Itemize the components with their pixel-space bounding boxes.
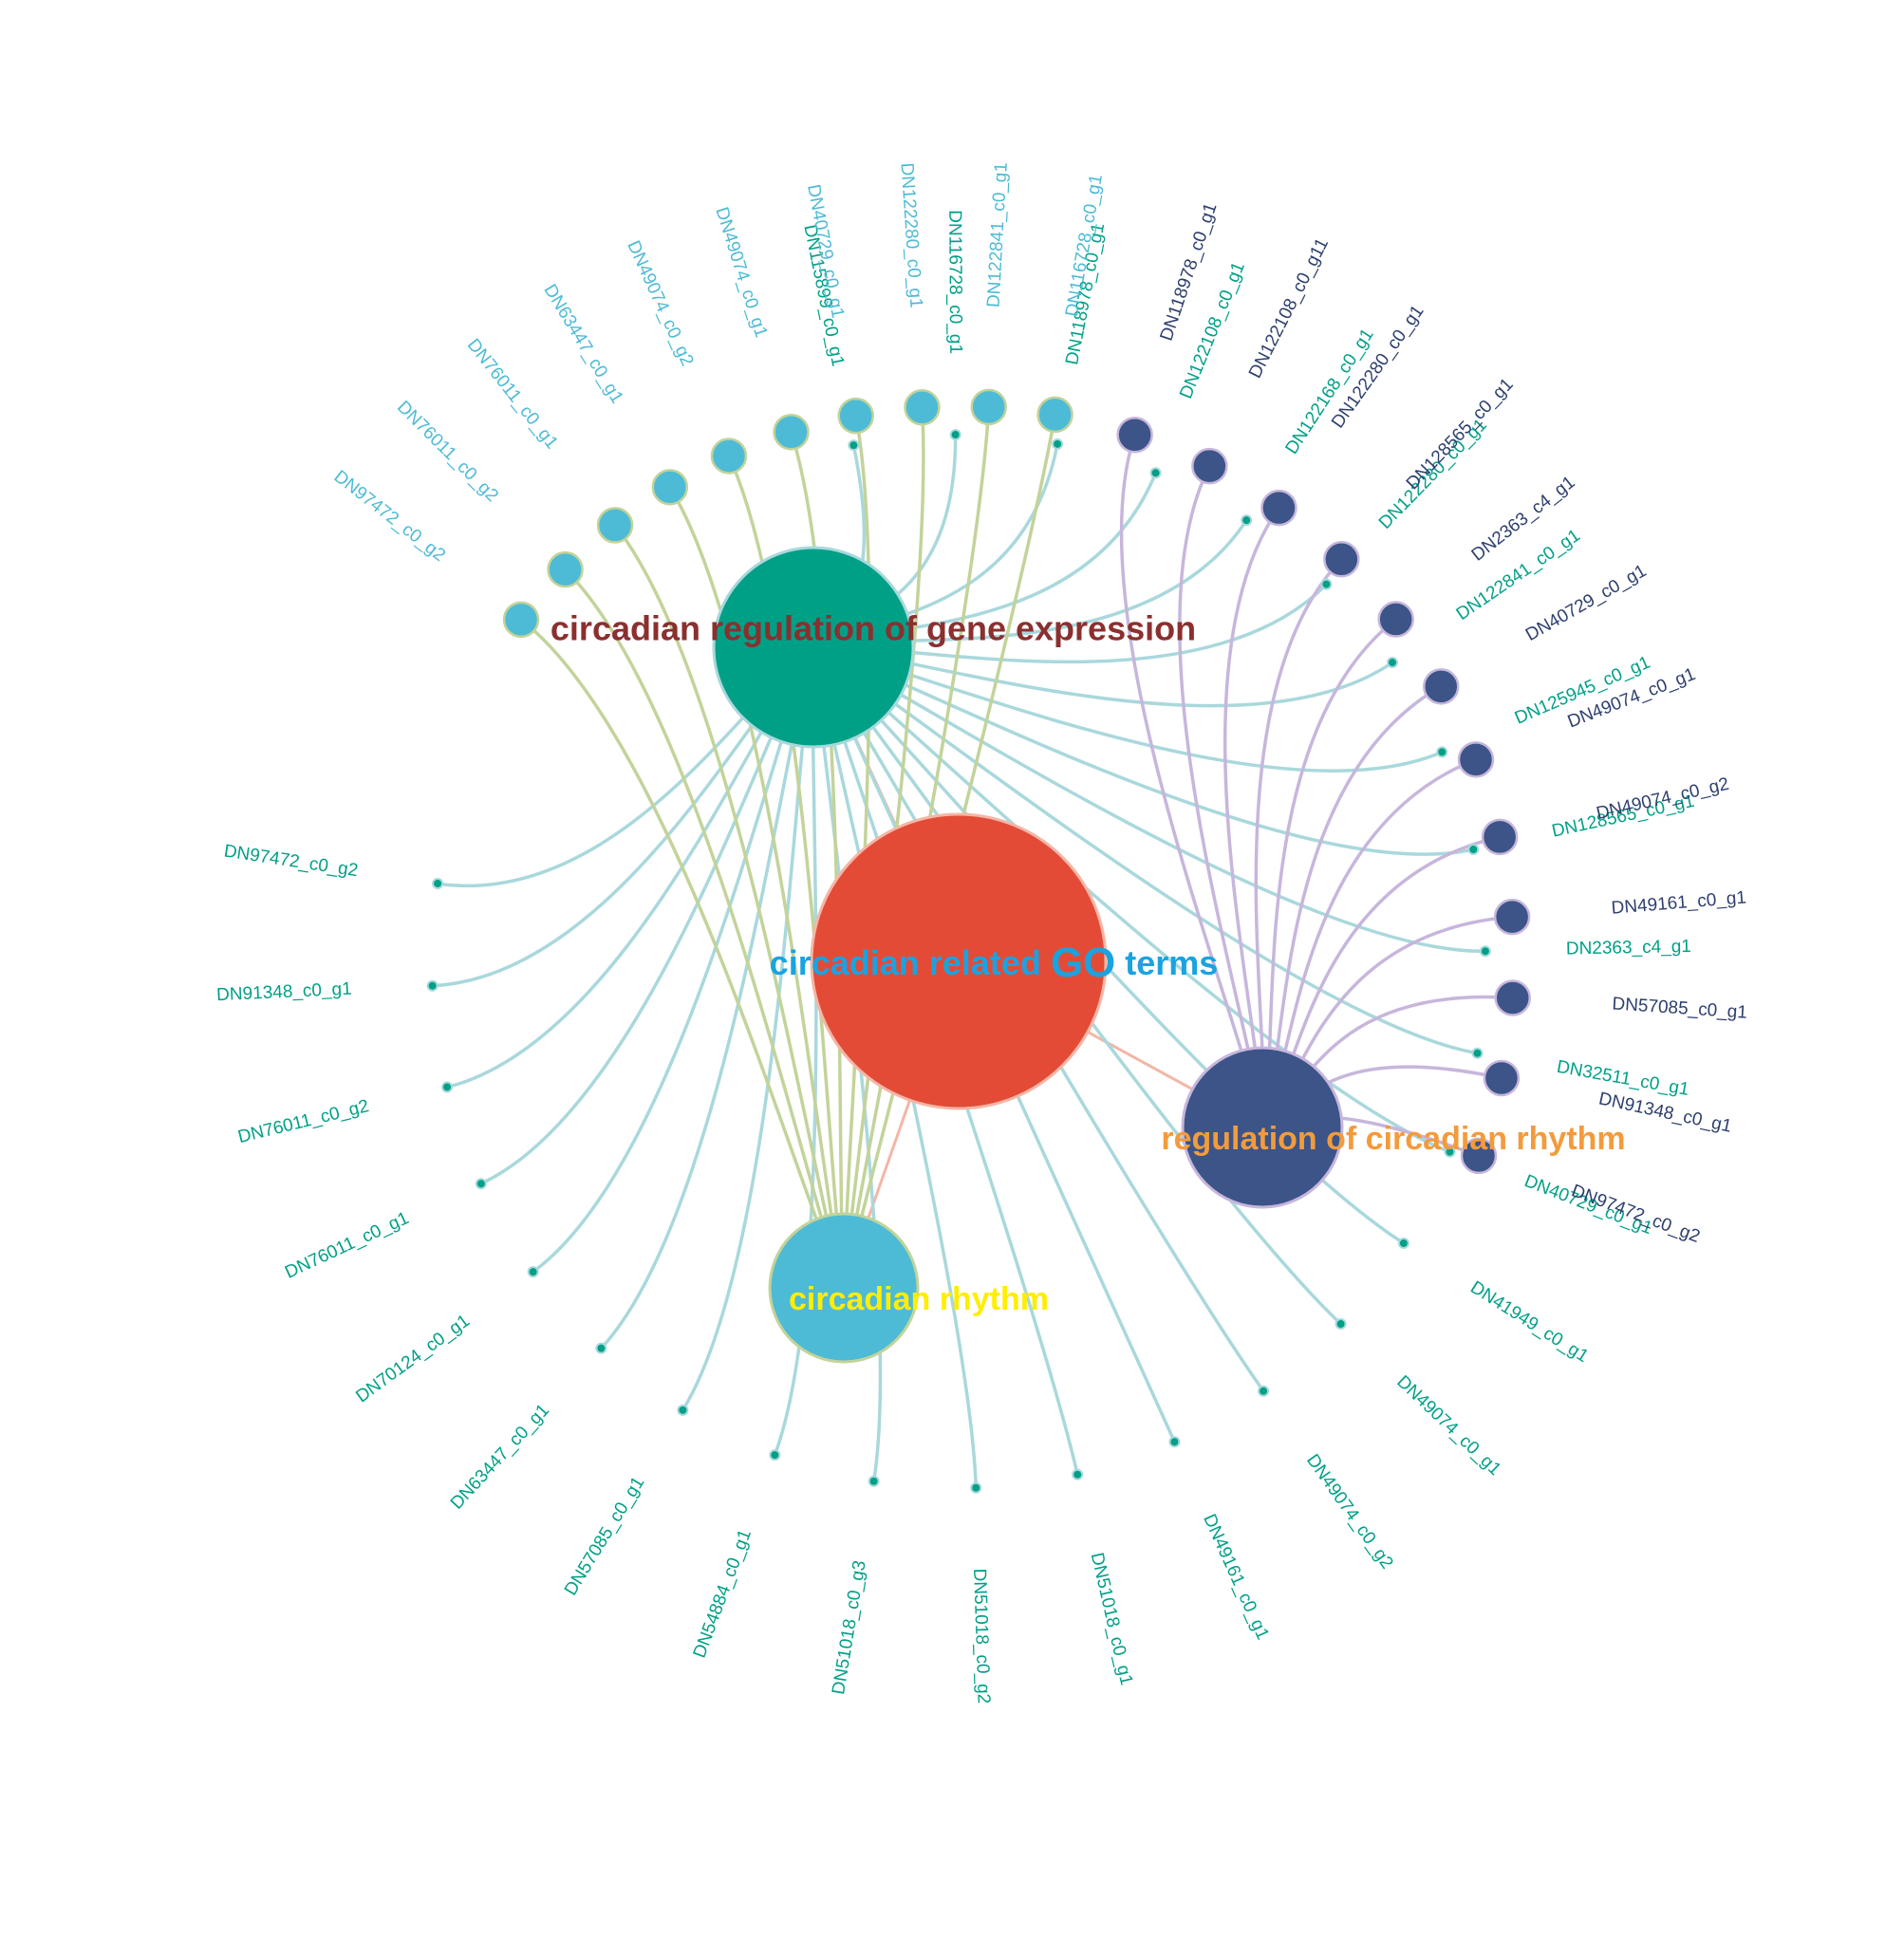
nodes-layer [426, 388, 1531, 1494]
leaf-node[interactable] [432, 877, 444, 889]
leaf-label: DN63447_c0_g1 [447, 1401, 553, 1514]
leaf-node[interactable] [1471, 1047, 1484, 1059]
leaf-label: DN57085_c0_g1 [561, 1473, 649, 1599]
hub-node-circadian-rhythm[interactable] [768, 1212, 920, 1364]
leaf-edge [668, 486, 846, 1289]
leaf-node[interactable] [1258, 1385, 1270, 1397]
leaf-label: DN122280_c0_g1 [896, 162, 925, 308]
leaf-node[interactable] [837, 397, 874, 435]
leaf-node[interactable] [1072, 1468, 1084, 1481]
leaf-node[interactable] [595, 1342, 607, 1354]
leaf-node[interactable] [970, 1481, 982, 1494]
leaf-node[interactable] [1494, 979, 1531, 1016]
leaf-edge [727, 455, 846, 1289]
leaf-node[interactable] [475, 1178, 487, 1190]
leaf-node[interactable] [1422, 668, 1460, 705]
leaf-node[interactable] [1149, 467, 1162, 479]
leaf-node[interactable] [1335, 1318, 1347, 1331]
leaf-label: DN57085_c0_g1 [1612, 994, 1748, 1022]
leaf-node[interactable] [502, 601, 540, 639]
leaf-node[interactable] [1320, 578, 1333, 590]
leaf-node[interactable] [527, 1266, 539, 1278]
root-label-part3: terms [1115, 943, 1218, 982]
leaf-node[interactable] [1481, 818, 1519, 856]
root-label-part1: circadian related [770, 943, 1051, 982]
leaf-node[interactable] [1241, 514, 1253, 527]
leaf-node[interactable] [547, 550, 584, 588]
leaf-node[interactable] [904, 389, 941, 426]
leaf-node[interactable] [1052, 438, 1064, 450]
hub-node-regulation-rhythm[interactable] [1181, 1046, 1344, 1209]
leaf-node[interactable] [1493, 898, 1531, 936]
leaf-label: DN97472_c0_g2 [330, 467, 449, 566]
leaf-node[interactable] [769, 1449, 781, 1462]
leaf-node[interactable] [1260, 489, 1297, 527]
leaf-label: DN51018_c0_g2 [969, 1568, 994, 1704]
leaf-label: DN76011_c0_g1 [282, 1208, 412, 1283]
leaf-edge [600, 646, 815, 1350]
leaf-node[interactable] [1323, 541, 1360, 578]
leaf-node[interactable] [1457, 741, 1495, 778]
leaf-node[interactable] [596, 507, 634, 544]
hub-label-regulation-rhythm: regulation of circadian rhythm [1161, 1121, 1625, 1157]
leaf-label: DN128565_c0_g1 [1403, 375, 1518, 494]
leaf-label: DN54884_c0_g1 [690, 1527, 756, 1661]
leaf-node[interactable] [426, 979, 439, 992]
leaf-node[interactable] [970, 388, 1007, 426]
leaf-node[interactable] [1377, 601, 1414, 638]
leaf-node[interactable] [1191, 447, 1228, 485]
leaf-node[interactable] [949, 429, 961, 441]
leaf-label: DN51018_c0_g3 [829, 1559, 870, 1696]
leaf-label: DN49074_c0_g2 [1302, 1451, 1397, 1573]
leaf-node[interactable] [1483, 1059, 1521, 1097]
leaf-node[interactable] [1397, 1237, 1409, 1249]
leaf-label: DN51018_c0_g1 [1087, 1551, 1137, 1687]
hub-label-circadian-rhythm: circadian rhythm [789, 1281, 1049, 1317]
leaf-node[interactable] [1444, 1145, 1456, 1158]
leaf-label: DN63447_c0_g1 [539, 281, 626, 407]
leaf-node[interactable] [868, 1475, 880, 1487]
leaf-node[interactable] [1036, 396, 1073, 434]
leaf-label: DN49074_c0_g1 [711, 205, 771, 340]
leaf-node[interactable] [1116, 416, 1153, 454]
hub-node-gene-expression[interactable] [712, 546, 915, 749]
root-label-part2: GO [1051, 940, 1115, 986]
leaf-node[interactable] [1479, 945, 1491, 958]
leaf-label: DN122108_c0_g11 [1245, 235, 1333, 382]
leaf-label: DN49074_c0_g2 [623, 237, 697, 369]
leaf-node[interactable] [1460, 1137, 1498, 1175]
leaf-label: DN49074_c0_g1 [1392, 1372, 1504, 1480]
leaf-label: DN76011_c0_g2 [236, 1096, 371, 1147]
leaf-label: DN116728_c0_g1 [944, 210, 965, 354]
leaf-label: DN76011_c0_g1 [463, 335, 562, 453]
root-label: circadian related GO terms [770, 940, 1219, 986]
leaf-node[interactable] [773, 413, 810, 451]
leaf-label: DN49161_c0_g1 [1611, 887, 1747, 918]
leaf-node[interactable] [1168, 1436, 1181, 1448]
leaf-node[interactable] [1386, 657, 1398, 669]
leaf-node[interactable] [441, 1081, 454, 1093]
leaf-node[interactable] [848, 439, 860, 452]
hub-label-gene-expression: circadian regulation of gene expression [551, 609, 1196, 648]
leaf-label: DN122841_c0_g1 [983, 161, 1011, 307]
leaf-label: DN49161_c0_g1 [1199, 1511, 1273, 1643]
leaf-label: DN41949_c0_g1 [1466, 1277, 1592, 1367]
leaf-label: DN97472_c0_g2 [222, 841, 359, 881]
leaf-node[interactable] [1467, 844, 1480, 856]
root-node[interactable] [810, 812, 1108, 1110]
leaf-label: DN76011_c0_g2 [393, 398, 502, 507]
leaf-label: DN70124_c0_g1 [352, 1311, 474, 1406]
leaf-label: DN2363_c4_g1 [1566, 937, 1691, 959]
leaf-node[interactable] [677, 1404, 689, 1416]
leaf-node[interactable] [651, 469, 689, 506]
leaf-label: DN91348_c0_g1 [216, 979, 352, 1006]
leaf-label: DN40729_c0_g1 [1522, 561, 1650, 645]
leaf-node[interactable] [1436, 746, 1448, 758]
leaf-node[interactable] [710, 438, 748, 475]
